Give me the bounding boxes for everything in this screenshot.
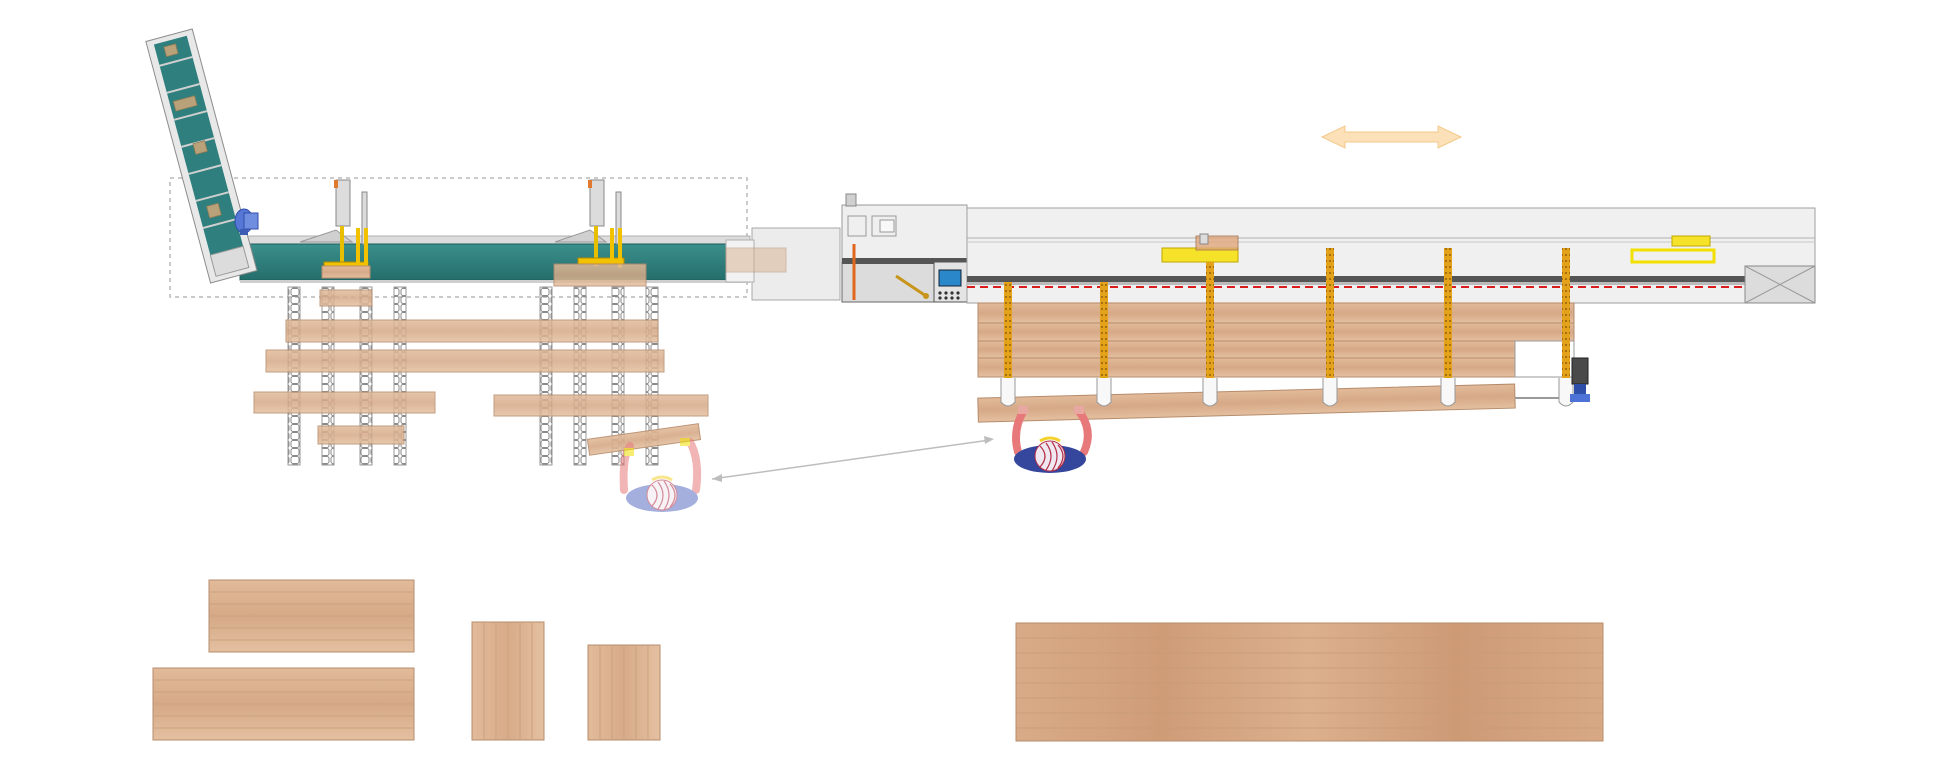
operator-icon xyxy=(1012,406,1092,473)
double-arrow-icon xyxy=(1320,125,1463,149)
length-stop-table xyxy=(966,207,1816,304)
operator-link-arrow xyxy=(711,436,994,482)
incline-infeed-conveyor-icon xyxy=(145,28,258,284)
motor-icon xyxy=(234,208,259,235)
output-stack-5 xyxy=(1015,622,1604,742)
vertical-press-1 xyxy=(299,179,371,279)
output-stack-2 xyxy=(152,667,415,741)
output-stack-3 xyxy=(471,621,545,741)
output-stack-4 xyxy=(587,644,661,741)
transfer-conveyor xyxy=(239,235,751,283)
length-gauges xyxy=(1000,248,1574,407)
operator-icon xyxy=(619,438,702,512)
output-stack-1 xyxy=(208,579,415,653)
saw-unit-icon xyxy=(725,193,968,303)
motor-icon xyxy=(1570,357,1590,402)
boards-on-chains xyxy=(253,289,709,456)
board-table xyxy=(977,302,1575,423)
press-zone-frame xyxy=(169,177,748,298)
vertical-press-2 xyxy=(553,179,647,287)
